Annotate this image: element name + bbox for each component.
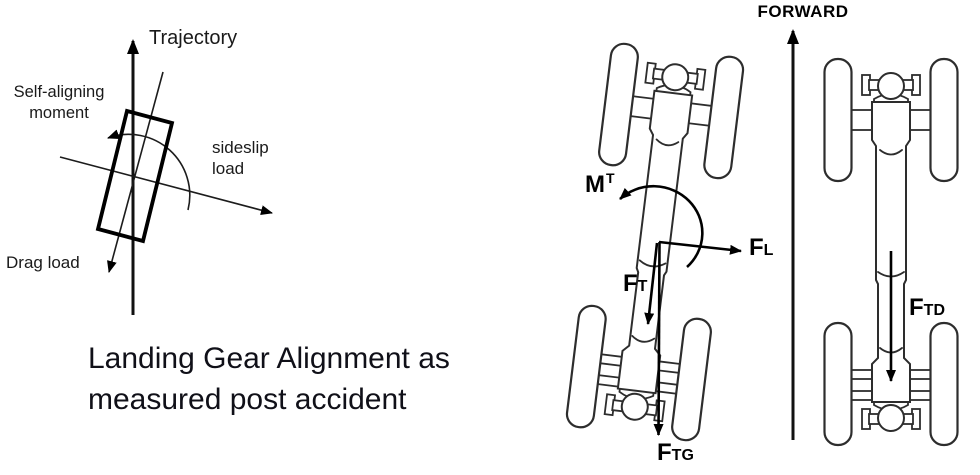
- tire-force-symbol: F: [623, 270, 638, 297]
- drag-load-arrow: [107, 71, 164, 273]
- gear-force-ftg-subscript: TG: [671, 447, 694, 464]
- forward-label: FORWARD: [757, 2, 849, 21]
- sideslip-line2: load: [212, 159, 245, 178]
- torsional-moment-arc: [619, 185, 704, 268]
- gear-force-ftd-symbol: F: [909, 294, 924, 321]
- tire-force-subscript: T: [637, 278, 648, 295]
- self-aligning-moment-label: Self-aligning moment: [2, 82, 116, 124]
- force-overlays: [619, 29, 896, 440]
- lateral-force-arrow: [658, 240, 742, 255]
- self-aligning-line1: Self-aligning: [13, 83, 105, 101]
- torsional-moment-symbol: M: [585, 171, 605, 198]
- caption-line2: measured post accident: [88, 383, 407, 416]
- tire-contact-patch: [95, 108, 175, 244]
- caption-line1: Landing Gear Alignment as: [88, 342, 450, 375]
- slide-caption: Landing Gear Alignment as measured post …: [88, 338, 450, 420]
- self-aligning-line2: moment: [29, 104, 89, 122]
- gear-force-ftg-symbol: F: [657, 439, 672, 466]
- gear-force-ftg-label: FTG: [657, 441, 694, 465]
- lateral-force-symbol: F: [749, 234, 764, 261]
- tire-mechanics-diagram: [59, 39, 273, 315]
- tire-force-arrow: [644, 242, 659, 325]
- tire-force-label: FT: [623, 272, 647, 296]
- lateral-force-label: FL: [749, 236, 773, 260]
- sideslip-load-label: sideslip load: [212, 137, 269, 179]
- gear-force-ftg-arrow: [653, 241, 664, 436]
- left-main-gear-bogie-tilted: [564, 41, 746, 443]
- trajectory-label: Trajectory: [149, 27, 238, 49]
- gear-force-ftd-subscript: TD: [923, 302, 945, 319]
- drag-load-label: Drag load: [6, 253, 80, 272]
- torsional-moment-label: MT: [585, 170, 615, 198]
- lateral-force-subscript: L: [763, 242, 774, 259]
- gear-force-ftd-label: FTD: [909, 296, 945, 320]
- self-aligning-moment-arc: [107, 129, 191, 211]
- torsional-moment-superscript: T: [606, 170, 615, 186]
- sideslip-load-arrow: [59, 156, 273, 216]
- sideslip-line1: sideslip: [212, 138, 269, 157]
